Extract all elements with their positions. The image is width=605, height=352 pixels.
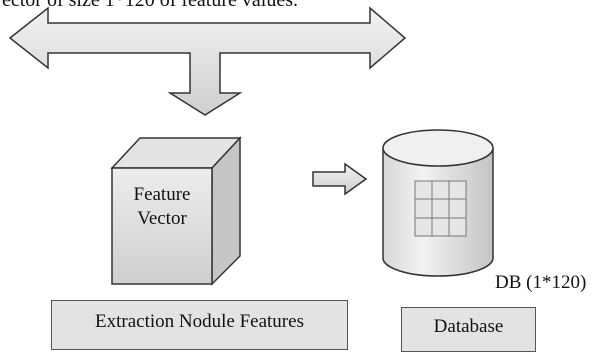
top-caption-text: ector of size 1*120 of feature values.	[2, 0, 298, 11]
table-grid-icon	[414, 180, 467, 237]
extraction-panel-label: Extraction Nodule Features	[95, 311, 304, 332]
database-panel-label: Database	[433, 316, 504, 337]
db-caption: DB (1*120)	[495, 272, 587, 293]
database-panel: Database	[401, 307, 536, 352]
feature-label-line1: Feature	[133, 184, 191, 205]
bus-arrow-icon	[8, 6, 407, 116]
right-arrow-icon	[312, 162, 368, 196]
feature-vector-label: Feature Vector	[112, 183, 212, 231]
database-cylinder-icon	[382, 129, 494, 277]
diagram: ector of size 1*120 of feature values. F…	[2, 0, 587, 352]
diagram-canvas	[8, 6, 494, 286]
feature-label-line2: Vector	[137, 208, 187, 229]
extraction-panel: Extraction Nodule Features	[51, 300, 348, 350]
feature-vector-cube	[110, 136, 242, 286]
